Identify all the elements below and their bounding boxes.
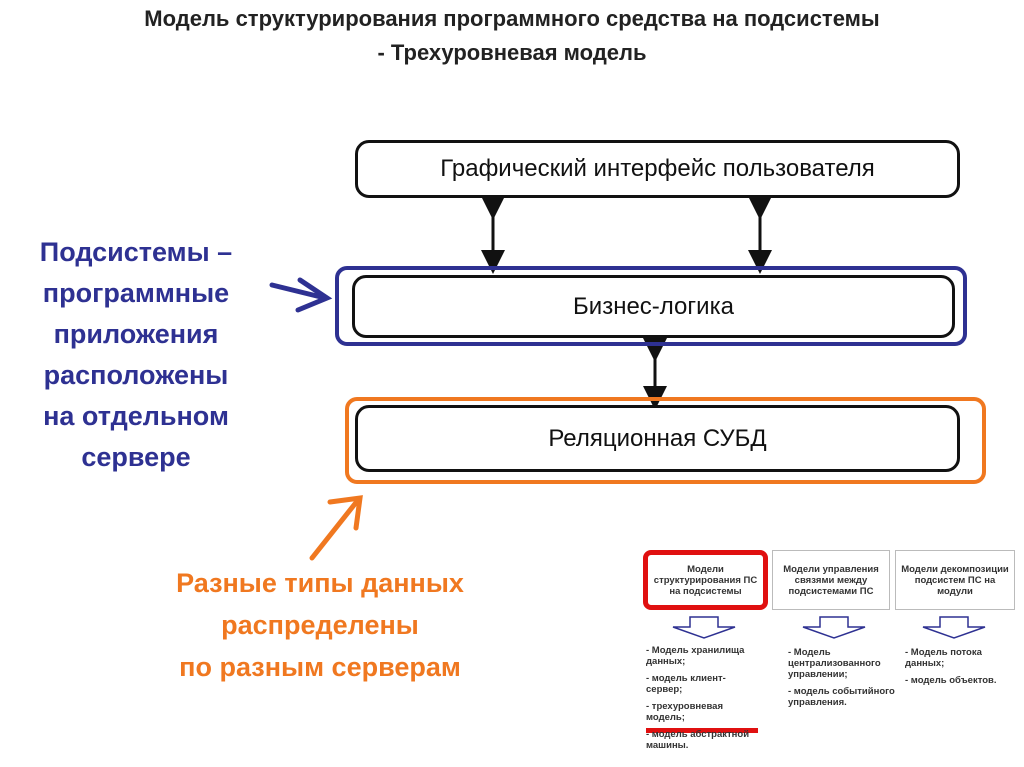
mini-list-item: - Модель централизованного управлении;	[788, 647, 881, 680]
mini-red-underline	[646, 728, 758, 733]
annotation-line: распределены	[221, 610, 419, 640]
mini-list-item: - модель клиент-сервер;	[646, 673, 726, 695]
title-line-1: Модель структурирования программного сре…	[144, 6, 880, 31]
mini-list-item: - модель объектов.	[905, 675, 997, 686]
mini-list-item: - модель событийного управления.	[788, 686, 895, 708]
mini-list-item: - Модель хранилища данных;	[646, 645, 745, 667]
orange-pointer-arrow	[309, 495, 363, 561]
mini-list-control: - Модель централизованного управлении; -…	[788, 647, 898, 714]
dbms-frame	[345, 397, 986, 484]
mini-header-decomposition: Модели декомпозиции подсистем ПС на моду…	[895, 550, 1015, 610]
subsystems-annotation: Подсистемы – программные приложения расп…	[0, 232, 272, 478]
annotation-line: программные	[42, 278, 230, 308]
mini-down-arrows	[672, 616, 986, 639]
layer-dbms: Реляционная СУБД	[355, 405, 960, 472]
mini-list-item: - Модель потока данных;	[905, 647, 982, 669]
annotation-line: по разным серверам	[179, 652, 461, 682]
blue-pointer-arrow	[269, 277, 333, 313]
mini-header-structuring: Модели структурирования ПС на подсистемы	[643, 550, 768, 610]
mini-header-control: Модели управления связями между подсисте…	[772, 550, 890, 610]
annotation-line: Разные типы данных	[176, 568, 464, 598]
data-types-annotation: Разные типы данных распределены по разны…	[130, 562, 510, 688]
annotation-line: приложения	[53, 319, 219, 349]
mini-list-item: - трехуровневая модель;	[646, 701, 723, 723]
annotation-line: сервере	[81, 442, 191, 472]
annotation-line: расположены	[43, 360, 229, 390]
mini-list-decomposition: - Модель потока данных; - модель объекто…	[905, 647, 1015, 692]
mini-list-item: - модель абстрактной машины.	[646, 729, 750, 751]
annotation-line: на отдельном	[43, 401, 229, 431]
title-line-2: - Трехуровневая модель	[377, 40, 647, 65]
layer-business: Бизнес-логика	[352, 275, 955, 338]
business-frame	[335, 266, 967, 346]
annotation-line: Подсистемы –	[39, 237, 233, 267]
layer-gui: Графический интерфейс пользователя	[355, 140, 960, 198]
mini-list-structuring: - Модель хранилища данных; - модель клие…	[646, 645, 761, 757]
